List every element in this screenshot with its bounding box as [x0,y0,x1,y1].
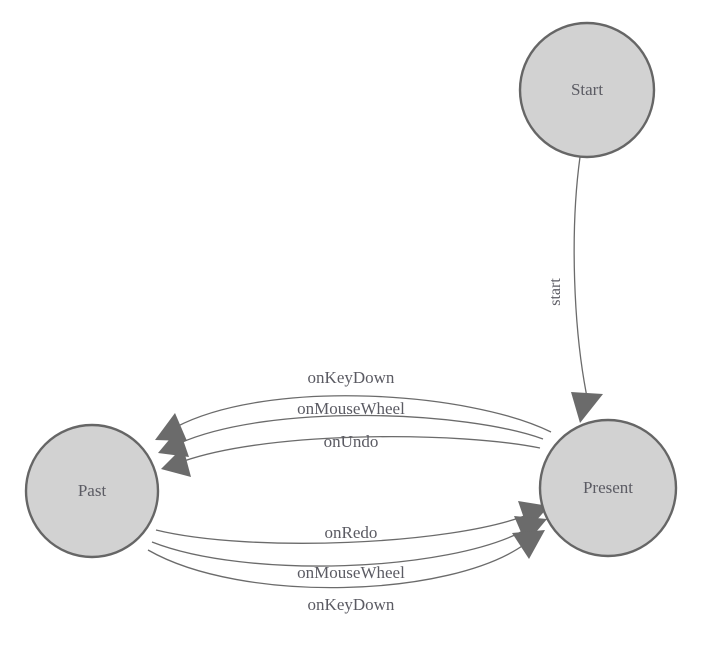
node-start[interactable]: Start [518,21,656,159]
edge-start-to-present-path [573,156,589,403]
node-present[interactable]: Present [538,418,678,558]
edge-past-to-present-onredo[interactable]: onRedo [155,501,549,544]
edge-present-to-past-onkeydown-arrowhead [155,413,187,441]
edge-present-to-past-onundo[interactable]: onUndo [161,432,541,477]
edge-past-to-present-onkeydown-label: onKeyDown [308,595,395,614]
node-past[interactable]: Past [24,423,160,559]
edge-start-to-present-label: start [547,278,564,306]
edge-present-to-past-onkeydown-path [175,395,552,433]
edge-past-to-present-onredo-path [155,514,528,544]
edge-present-to-past-onundo-arrowhead [161,447,191,477]
node-present-label: Present [583,478,633,497]
edge-present-to-past-onundo-label: onUndo [324,432,379,451]
edge-present-to-past-onundo-path [183,435,541,462]
node-past-circle [24,423,160,559]
edge-present-to-past-onmousewheel-label: onMouseWheel [297,399,405,418]
edge-start-to-present[interactable]: start [547,156,603,423]
edge-past-to-present-onmousewheel-label: onMouseWheel [297,563,405,582]
edge-past-to-present-onredo-label: onRedo [325,523,378,542]
edge-past-to-present-onkeydown-path [147,543,526,589]
edge-present-to-past-onkeydown-label: onKeyDown [308,368,395,387]
edge-past-to-present-onkeydown[interactable]: onKeyDown [147,530,545,614]
node-start-label: Start [571,80,603,99]
node-past-label: Past [78,481,107,500]
node-start-circle [518,21,656,159]
edge-present-to-past-onmousewheel-path [179,414,544,444]
node-present-circle [538,418,678,558]
edge-past-to-present-onmousewheel-path [151,529,526,567]
edge-past-to-present-onmousewheel[interactable]: onMouseWheel [151,516,547,582]
edge-present-to-past-onmousewheel[interactable]: onMouseWheel [158,399,544,457]
edge-start-to-present-arrowhead [571,392,603,423]
edge-past-to-present-onmousewheel-arrowhead [514,516,547,544]
edge-past-to-present-onkeydown-arrowhead [512,530,545,559]
